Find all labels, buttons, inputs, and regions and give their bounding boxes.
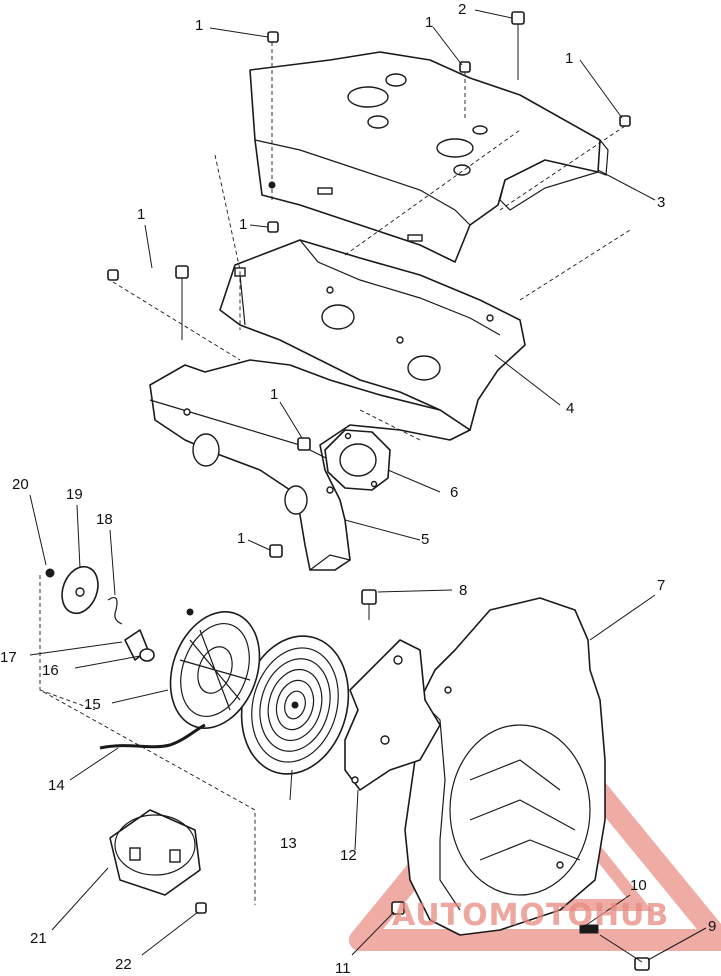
gasket bbox=[324, 429, 391, 491]
recoil-pulley bbox=[169, 608, 261, 729]
callout-21: 21 bbox=[30, 930, 47, 947]
starter-cup bbox=[109, 809, 201, 896]
callout-13: 13 bbox=[280, 835, 297, 852]
callout-6: 6 bbox=[450, 484, 458, 501]
callout-1: 1 bbox=[137, 206, 145, 223]
callout-15: 15 bbox=[84, 696, 101, 713]
callout-17: 17 bbox=[0, 649, 17, 666]
callout-11: 11 bbox=[335, 960, 351, 976]
recoil-spring bbox=[240, 635, 350, 775]
callout-19: 19 bbox=[66, 486, 83, 503]
callout-1: 1 bbox=[425, 14, 433, 31]
fasteners bbox=[107, 11, 650, 971]
watermark-text: AUTOMOTOHUB bbox=[392, 898, 669, 933]
callout-18: 18 bbox=[96, 511, 113, 528]
callout-8: 8 bbox=[459, 582, 467, 599]
callout-22: 22 bbox=[115, 956, 132, 973]
callout-9: 9 bbox=[708, 918, 716, 935]
callout-1: 1 bbox=[237, 530, 245, 547]
callout-12: 12 bbox=[340, 847, 357, 864]
callout-3: 3 bbox=[657, 194, 665, 211]
callout-1: 1 bbox=[195, 17, 203, 34]
base-plate bbox=[149, 359, 471, 571]
leader-lines bbox=[29, 9, 707, 963]
callout-2: 2 bbox=[458, 1, 466, 18]
callout-7: 7 bbox=[657, 577, 665, 594]
pawl-parts bbox=[45, 565, 155, 662]
recoil-bracket bbox=[344, 639, 441, 791]
callout-1: 1 bbox=[270, 386, 278, 403]
callout-1: 1 bbox=[239, 216, 247, 233]
callout-4: 4 bbox=[566, 400, 574, 417]
starter-rope bbox=[99, 723, 206, 750]
callout-20: 20 bbox=[12, 476, 29, 493]
upper-shroud bbox=[249, 51, 609, 263]
callout-14: 14 bbox=[48, 777, 65, 794]
callout-16: 16 bbox=[42, 662, 59, 679]
alignment-lines bbox=[39, 42, 631, 905]
callout-5: 5 bbox=[421, 531, 429, 548]
callout-10: 10 bbox=[630, 877, 647, 894]
fan-housing bbox=[404, 597, 606, 936]
callout-1: 1 bbox=[565, 50, 573, 67]
